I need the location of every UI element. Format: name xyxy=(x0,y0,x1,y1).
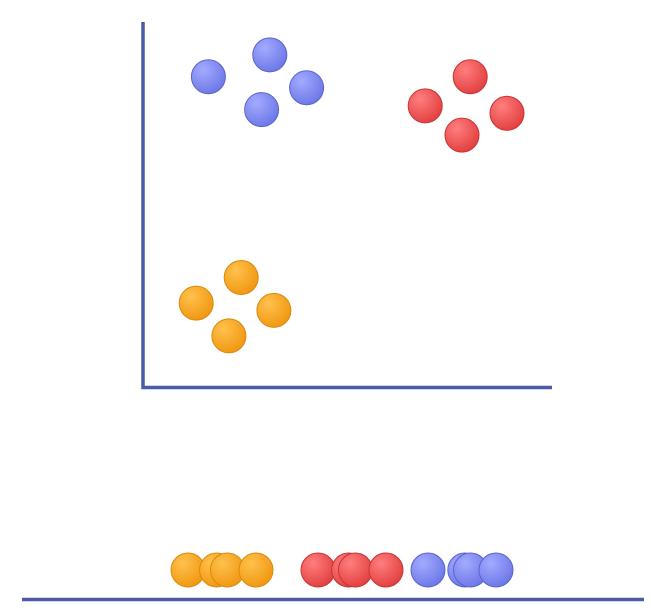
data-point-orange xyxy=(211,318,247,354)
data-point-orange xyxy=(178,285,214,321)
projected-point-red xyxy=(300,552,336,588)
scatter-plot-1d xyxy=(22,552,644,602)
data-point-red xyxy=(452,59,488,95)
projected-point-blue xyxy=(478,552,514,588)
data-point-red xyxy=(407,88,443,124)
scatter-points-1d xyxy=(170,552,514,588)
projected-point-red xyxy=(368,552,404,588)
data-point-blue xyxy=(252,37,288,73)
projected-point-red xyxy=(337,552,373,588)
data-point-blue xyxy=(289,70,325,106)
scatter-plot-2d xyxy=(141,22,552,390)
scatter-points-2d xyxy=(178,37,525,354)
data-point-orange xyxy=(223,260,259,295)
data-point-blue xyxy=(244,92,280,128)
projected-point-orange xyxy=(238,552,274,588)
data-point-blue xyxy=(190,59,226,95)
data-point-red xyxy=(489,95,525,131)
projected-point-blue xyxy=(410,552,446,588)
data-point-orange xyxy=(256,292,292,328)
data-point-red xyxy=(444,117,480,153)
